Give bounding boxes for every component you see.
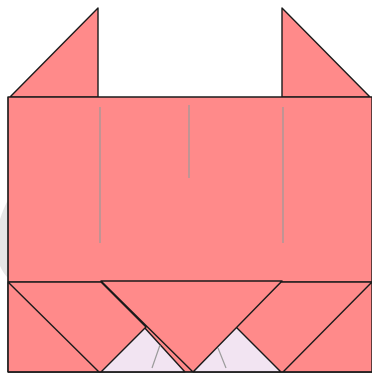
left-shadow-arc: [0, 200, 8, 278]
right-ear: [282, 8, 370, 97]
left-ear: [10, 8, 98, 97]
